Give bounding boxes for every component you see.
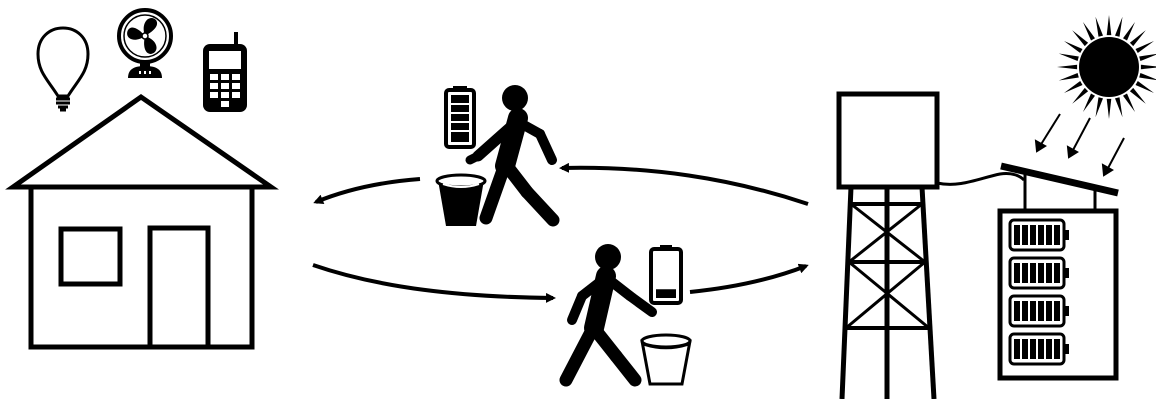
empty-bucket-icon [642,335,690,384]
battery-level-fill [656,289,676,298]
full-bucket-icon [437,175,485,226]
mobile-phone-icon [203,32,247,112]
rack-battery-icon [1010,258,1069,288]
traveler-going [566,244,690,384]
solar-panel-icon [1001,166,1118,212]
traveler-returning [437,85,553,226]
rack-battery-icon [1010,296,1069,326]
walking-person-icon [470,85,553,220]
depleted-battery-icon [651,245,681,303]
rack-battery-icon [1010,220,1069,250]
rack-battery-icon [1010,334,1069,364]
arrow-station-to-traveler [562,168,808,204]
water-tower-icon [839,94,937,399]
sun-icon [1057,15,1156,119]
lightbulb-icon [38,28,88,110]
battery-level-fill [451,95,469,142]
sunlight-rays [1036,114,1124,175]
arrow-traveler-to-station [690,266,806,292]
charged-battery-icon [446,86,474,147]
walking-person-icon [566,244,652,380]
arrow-house-to-traveler [313,265,553,298]
arrow-traveler-to-house [316,179,420,202]
house-icon [13,97,271,347]
fan-icon [119,10,171,78]
power-cable [937,173,1024,184]
battery-rack-icon [1000,211,1116,378]
